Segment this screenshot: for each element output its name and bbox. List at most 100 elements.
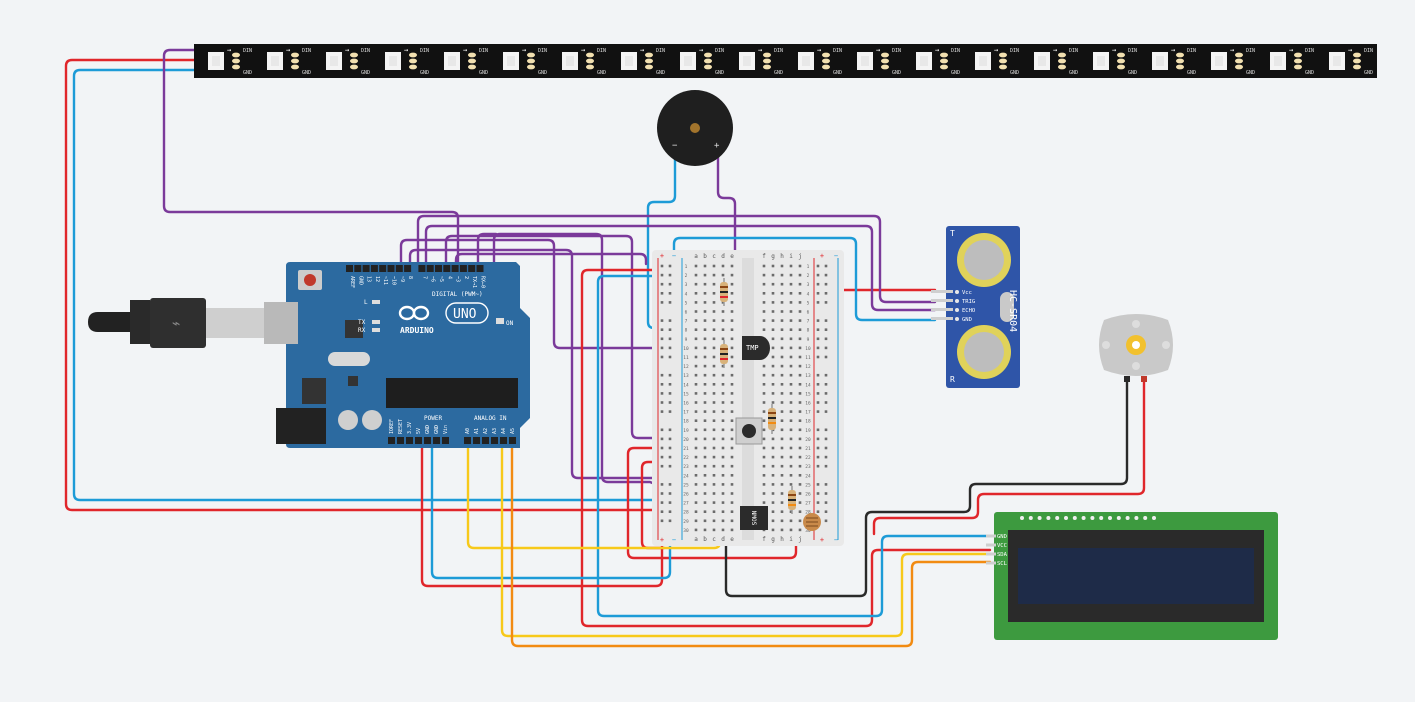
reset-button[interactable] [304,274,316,286]
wire-strip-5v[interactable] [64,58,657,512]
wire-gnd[interactable] [430,440,672,580]
row-number: 11 [683,355,689,361]
header-pin[interactable] [418,265,426,272]
wire-strip-gnd[interactable] [72,68,657,502]
pin-label: TX→1 [471,276,477,288]
dc-motor[interactable] [1099,314,1173,382]
header-pin[interactable] [406,437,413,444]
wire-a4-sda[interactable] [500,440,992,638]
wire-ultrasonic-gnd[interactable] [672,236,937,322]
buzzer-plus-label: + [714,141,720,151]
header-pin[interactable] [473,437,480,444]
resistor-4[interactable] [788,486,796,514]
header-pin[interactable] [354,265,362,272]
temperature-sensor[interactable]: TMP [742,336,770,360]
lcd-pin[interactable] [986,552,996,556]
crystal [328,352,370,366]
wire-pin4-mosfet[interactable] [476,232,498,270]
ultrasonic-pin-label: ECHO [962,308,975,314]
arduino-uno[interactable]: ⌁ L TX RX ON ARDUINO UNO DIGITAL (PWM~) … [88,262,530,448]
buzzer-hole [690,123,700,133]
wire-bb-blue-rail[interactable] [596,274,992,618]
header-pin[interactable] [451,265,459,272]
wire-motor-black[interactable] [724,378,1129,598]
header-pin[interactable] [435,265,442,272]
header-pin[interactable] [509,437,516,444]
header-pin[interactable] [346,265,353,272]
wire-ultrasonic-echo[interactable] [424,224,937,312]
row-number: 29 [683,519,689,525]
header-pin[interactable] [468,265,476,272]
digital-header [346,265,484,272]
wire-pin11-led[interactable] [408,248,707,480]
header-pin[interactable] [491,437,498,444]
header-pin[interactable] [388,437,395,444]
header-pin[interactable] [482,437,489,444]
tmp-label: TMP [746,344,759,352]
resistor-3[interactable] [768,404,776,434]
resistor-2[interactable] [720,340,728,368]
wire-pin7-switch[interactable] [444,234,742,440]
wire-5v[interactable] [420,440,664,588]
ultrasonic-pin[interactable] [931,308,953,311]
wire-pin2-mosfet[interactable] [492,232,714,510]
ultrasonic-pin[interactable] [931,290,953,293]
resistor-1[interactable] [720,278,728,306]
wire-buzzer-plus[interactable] [716,150,737,270]
header-pin[interactable] [433,437,440,444]
header-pin[interactable] [370,265,378,272]
din-label: DIN [892,48,901,54]
gnd-label: GND [1187,70,1196,76]
wire-pin12-button[interactable] [399,238,708,350]
header-pin[interactable] [459,265,467,272]
header-pin[interactable] [395,265,403,272]
pushbutton[interactable] [735,417,763,445]
wire-a5-scl[interactable] [510,440,992,648]
row-number: 7 [685,319,688,325]
din-label: DIN [361,48,370,54]
header-pin[interactable] [476,265,484,272]
header-pin[interactable] [362,265,370,272]
lcd-pin[interactable] [986,561,996,565]
motor-terminal-black [1124,376,1130,382]
wire-ultrasonic-trig[interactable] [416,214,937,304]
header-pin[interactable] [415,437,422,444]
ultrasonic-pin[interactable] [931,317,953,320]
lcd-pin[interactable] [986,543,996,547]
header-pin[interactable] [443,265,451,272]
header-pin[interactable] [464,437,471,444]
ultrasonic-pin[interactable] [931,299,953,302]
mosfet[interactable]: NMOS [740,506,768,530]
header-pin[interactable] [379,265,387,272]
lcd-pin[interactable] [986,534,996,538]
led-strip[interactable]: DINGND→DINGND→DINGND→DINGND→DINGND→DINGN… [194,44,1377,78]
header-pin[interactable] [387,265,395,272]
wire-pin5-tmp[interactable] [454,252,648,270]
row-number: 17 [805,410,811,416]
header-pin[interactable] [426,265,434,272]
header-pin[interactable] [424,437,431,444]
pin-label: A4 [501,428,507,434]
wire-bb-red-loop[interactable] [626,446,798,560]
pin-label: GND [434,425,440,434]
header-pin[interactable] [500,437,507,444]
column-label: c [712,253,716,260]
row-number: 16 [805,401,811,407]
gnd-label: GND [361,70,370,76]
photoresistor[interactable] [803,513,821,531]
wire-motor-red[interactable] [872,378,1146,536]
header-pin[interactable] [442,437,449,444]
header-pin[interactable] [397,437,404,444]
wire-buzzer-minus[interactable] [646,150,708,330]
gnd-label: GND [479,70,488,76]
piezo-buzzer[interactable]: − + [657,90,733,166]
arrow-icon: → [994,46,998,54]
wire-strip-din[interactable] [162,48,460,270]
header-pin[interactable] [404,265,412,272]
wire-bb-red-rail[interactable] [580,268,992,628]
